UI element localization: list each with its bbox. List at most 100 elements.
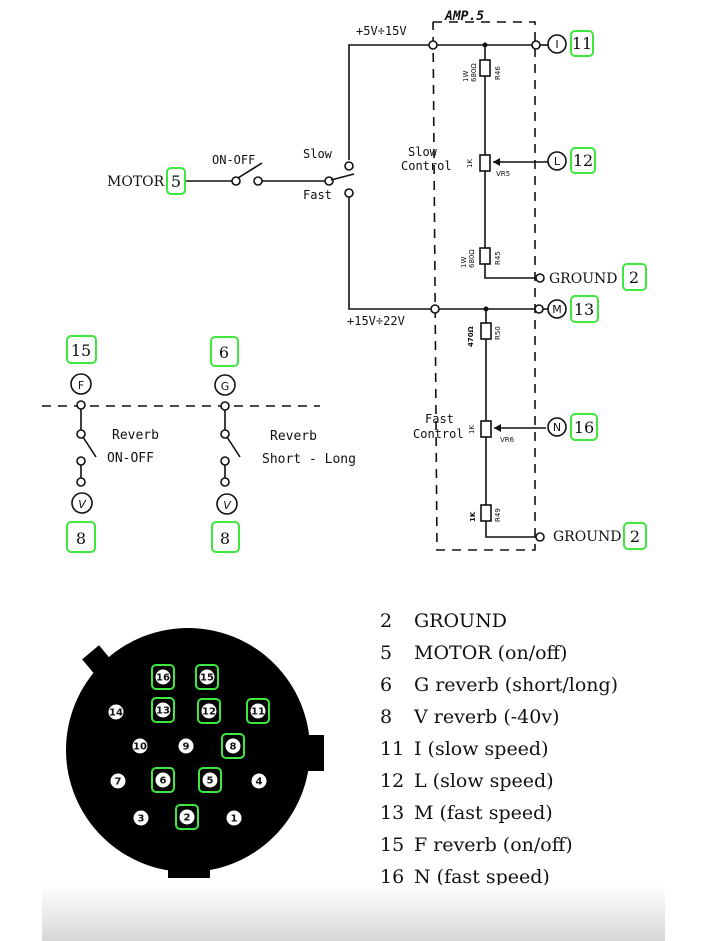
switch-node: [220, 456, 230, 466]
slow-control-label-1: Slow: [408, 145, 438, 159]
reverb-label-2: Reverb: [270, 429, 317, 444]
r50-ref: R50: [494, 326, 502, 340]
connector-pin-8: 8: [221, 733, 245, 759]
connector-pin-3: 3: [133, 810, 149, 826]
terminal-ground-2: GROUND 2: [553, 522, 647, 550]
resistor-r45: [479, 247, 491, 265]
potentiometer-vr6: [480, 420, 492, 438]
switch-node: [220, 477, 230, 487]
slow-node: [344, 161, 354, 171]
reverb-on-off-label: ON-OFF: [107, 451, 154, 466]
terminal-node-13: [534, 304, 544, 314]
slow-control-label-2: Control: [401, 159, 452, 173]
terminal-i: I 11: [547, 30, 594, 57]
terminal-v-2: V 8: [211, 493, 240, 553]
svg-text:8: 8: [76, 529, 86, 548]
ground-wire-2: [485, 521, 536, 538]
switch-node: [76, 477, 86, 487]
reverb-short-long-label: Short - Long: [262, 452, 356, 467]
motor-label: MOTOR: [107, 174, 165, 190]
svg-text:4: 4: [256, 777, 263, 788]
page-bottom-fade: [42, 885, 665, 941]
supply-top-wire: [348, 44, 433, 160]
connector-pin-13: 13: [151, 697, 175, 723]
r46-labels: 1W 680Ω: [462, 63, 478, 82]
svg-text:13: 13: [574, 300, 594, 319]
fast-control-label-2: Control: [413, 427, 464, 441]
reverb-label-1: Reverb: [112, 428, 159, 443]
svg-text:5: 5: [171, 172, 181, 191]
switch-lever: [237, 162, 263, 179]
svg-text:M: M: [552, 303, 562, 316]
terminal-n: N 16: [547, 413, 598, 441]
supply-bottom-label: +15V÷22V: [347, 314, 405, 328]
svg-text:14: 14: [109, 708, 123, 719]
connector-pin-14: 14: [108, 704, 124, 720]
resistor-r46: [479, 59, 491, 77]
connector-pin-10: 10: [132, 738, 148, 754]
switch-node: [220, 401, 230, 411]
connector-pin-16: 16: [151, 664, 175, 690]
resistor-r49: [480, 504, 492, 522]
connector-pin-7: 7: [110, 773, 126, 789]
potentiometer-vr5: [479, 154, 491, 172]
r46-ref: R46: [494, 66, 502, 80]
supply-top-label: +5V÷15V: [356, 24, 407, 38]
connector-face: [66, 628, 324, 878]
switch-node: [220, 429, 230, 439]
selector-lever: [330, 173, 355, 181]
on-off-label: ON-OFF: [212, 153, 255, 167]
svg-text:G: G: [221, 380, 230, 393]
connector-pin-12: 12: [197, 698, 221, 724]
r45-ref: R45: [494, 251, 502, 265]
svg-text:15: 15: [71, 341, 91, 360]
connector-pin-5: 5: [198, 767, 222, 793]
switch-node: [253, 176, 263, 186]
svg-text:2: 2: [184, 813, 191, 824]
reverb-switch-lever: [226, 436, 241, 458]
connector-pin-1: 1: [226, 810, 242, 826]
r49-ref: R49: [494, 508, 502, 522]
terminal-v-1: V 8: [66, 492, 96, 553]
ground-node-1: [535, 273, 545, 283]
r45-labels: 1W 680Ω: [460, 249, 476, 268]
ground-node-2: [535, 532, 545, 542]
svg-text:2: 2: [629, 268, 639, 287]
connector-pin-9: 9: [178, 738, 194, 754]
svg-text:680Ω: 680Ω: [468, 249, 476, 268]
fast-control-label-1: Fast: [425, 412, 454, 426]
svg-text:12: 12: [202, 707, 216, 718]
svg-text:16: 16: [156, 673, 170, 684]
supply-bottom-node: [430, 304, 440, 314]
vr5-ref: VR5: [496, 170, 510, 178]
terminal-ground-1: GROUND 2: [549, 263, 647, 291]
svg-text:1: 1: [231, 814, 238, 825]
connector-pin-15: 15: [195, 664, 219, 690]
r49-value: 1K: [469, 511, 477, 522]
svg-text:I: I: [555, 38, 558, 51]
svg-text:15: 15: [200, 673, 214, 684]
terminal-g: 6 G: [210, 336, 239, 396]
vr5-value: 1K: [466, 159, 474, 168]
terminal-motor: 5: [166, 167, 186, 195]
terminal-m: M 13: [547, 295, 599, 323]
vr6-ref: VR6: [500, 436, 515, 444]
svg-text:N: N: [553, 421, 561, 434]
connector-key-tab: [82, 645, 112, 675]
arrow-icon: [494, 424, 501, 432]
svg-text:8: 8: [220, 529, 230, 548]
svg-text:11: 11: [251, 707, 265, 718]
svg-text:6: 6: [219, 343, 229, 362]
selector-node: [324, 176, 334, 186]
switch-node: [76, 400, 86, 410]
terminal-node-11: [531, 40, 541, 50]
